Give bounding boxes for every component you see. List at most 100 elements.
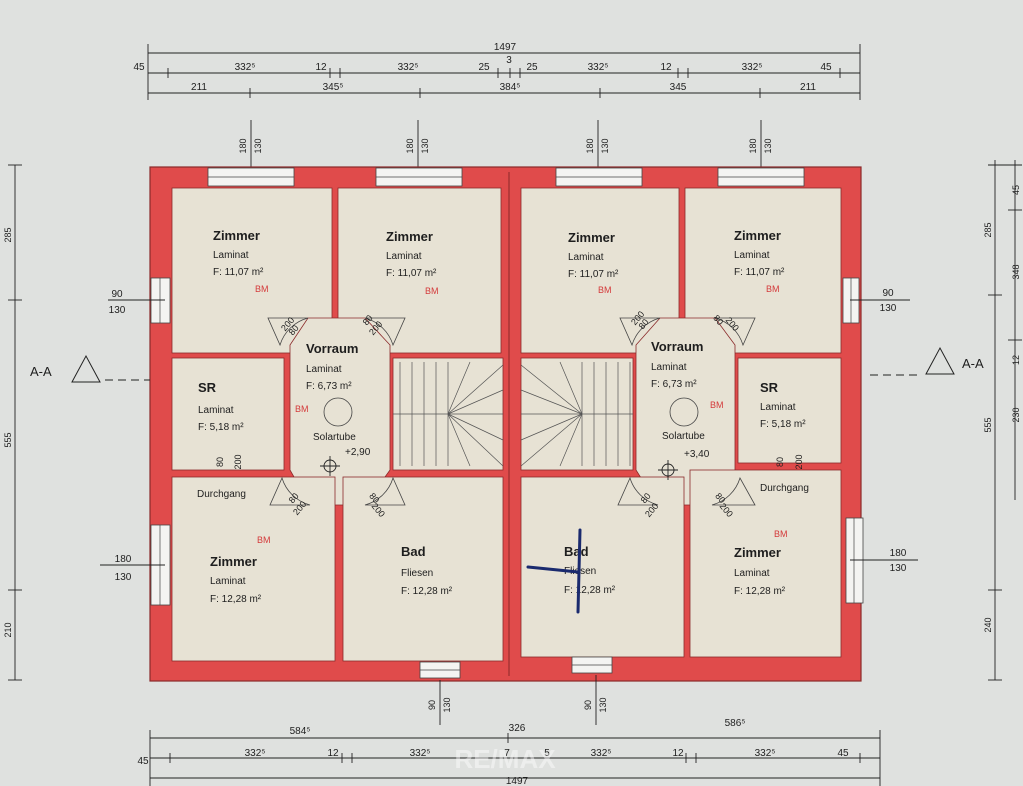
bm-marker-3: BM <box>598 285 612 295</box>
door-swings <box>267 317 756 506</box>
room-zimmer-tr-name: Zimmer <box>734 228 781 243</box>
dim-bottom-seg-4: 332⁵ <box>410 748 431 759</box>
win-left-lower-upper: 180 <box>115 554 132 565</box>
win-right-lower-lower: 130 <box>890 563 907 574</box>
durchgang-label-r: Durchgang <box>760 483 809 494</box>
dim-right-5: 555 <box>983 417 993 432</box>
section-marker-left <box>71 354 150 383</box>
dim-left-1: 285 <box>3 227 13 242</box>
win-left-upper-upper: 90 <box>111 289 123 300</box>
dim-right-7: 240 <box>983 617 993 632</box>
dim-bottom-seg-8: 12 <box>672 748 684 759</box>
room-sr-r <box>737 357 842 464</box>
window-left-upper <box>150 277 171 324</box>
win-right-upper-lower: 130 <box>880 303 897 314</box>
win-top-4-upper: 180 <box>748 138 758 153</box>
bm-marker-5: BM <box>295 404 309 414</box>
bm-marker-2: BM <box>425 286 439 296</box>
bm-marker-4: BM <box>766 284 780 294</box>
section-label-right: A-A <box>962 356 984 371</box>
room-vorraum-r-level: +3,40 <box>684 449 710 460</box>
building <box>149 166 864 682</box>
room-sr-l-area: F: 5,18 m² <box>198 422 244 433</box>
door-bottom-2-lower: 130 <box>598 697 608 712</box>
dim-bottom-seg-3: 12 <box>327 748 339 759</box>
door-bottom-1-lower: 130 <box>442 697 452 712</box>
dim-top-open-1: 211 <box>191 82 207 93</box>
room-vorraum-l-area: F: 6,73 m² <box>306 381 352 392</box>
room-zimmer-tl-area: F: 11,07 m² <box>213 267 264 278</box>
dim-bottom-seg-2: 332⁵ <box>245 748 266 759</box>
win-top-2-lower: 130 <box>420 138 430 153</box>
stair-treads-l <box>393 361 504 467</box>
watermark: RE/MAX <box>454 744 556 774</box>
section-label-left: A-A <box>30 364 52 379</box>
dim-top-open-4: 345 <box>670 82 687 93</box>
dim-top-seg-3: 12 <box>315 62 327 73</box>
room-zimmer-tr-area: F: 11,07 m² <box>734 267 785 278</box>
dim-top-overall: 1497 <box>494 42 517 53</box>
window-right-lower <box>845 517 864 604</box>
door-bottom-2-upper: 90 <box>583 700 593 710</box>
room-bad-l <box>342 476 504 662</box>
dim-bottom-part-3: 586⁵ <box>725 718 746 729</box>
win-left-upper-lower: 130 <box>109 305 126 316</box>
win-top-1-upper: 180 <box>238 138 248 153</box>
dim-bottom-seg-10: 45 <box>837 748 849 759</box>
top-window-callouts <box>250 120 762 170</box>
room-bad-r-name: Bad <box>564 544 589 559</box>
bm-markers: BM BM BM BM BM BM BM BM <box>255 284 788 545</box>
room-zimmer-bl-name: Zimmer <box>210 554 257 569</box>
door-label-200-8: 200 <box>794 454 804 469</box>
dim-top-open-5: 211 <box>800 82 816 93</box>
dim-right-1: 45 <box>1011 185 1021 195</box>
door-label-80-10: 80 <box>713 491 727 505</box>
room-zimmer-br-floor: Laminat <box>734 568 770 579</box>
dim-top-seg-4: 332⁵ <box>398 62 419 73</box>
win-top-3-upper: 180 <box>585 138 595 153</box>
dim-bottom-seg-7: 332⁵ <box>591 748 612 759</box>
room-zimmer-tm-floor: Laminat <box>386 251 422 262</box>
bm-marker-6: BM <box>710 400 724 410</box>
room-sr-r-floor: Laminat <box>760 402 796 413</box>
room-zimmer-tm-area: F: 11,07 m² <box>386 268 437 279</box>
door-label-80-5: 80 <box>367 491 381 505</box>
room-zimmer-tl-floor: Laminat <box>213 250 249 261</box>
win-right-upper-upper: 90 <box>882 288 894 299</box>
dim-top-seg-10: 332⁵ <box>742 62 763 73</box>
win-top-4-lower: 130 <box>763 138 773 153</box>
dim-top-seg-1: 45 <box>133 62 145 73</box>
left-dimensions <box>8 164 22 681</box>
dim-bottom-seg-1: 45 <box>137 756 149 767</box>
dim-top-seg-9: 12 <box>660 62 672 73</box>
door-bottom-1-upper: 90 <box>427 700 437 710</box>
room-sr-l-floor: Laminat <box>198 405 234 416</box>
room-zimmer-tm2-name: Zimmer <box>568 230 615 245</box>
room-bad-r-area: F: 12,28 m² <box>564 585 616 596</box>
dim-left-3: 210 <box>3 622 13 637</box>
room-vorraum-r-floor: Laminat <box>651 362 687 373</box>
dim-bottom-part-1: 584⁵ <box>290 726 311 737</box>
dim-bottom-seg-5: 7 <box>504 748 510 759</box>
room-vorraum-r-tube: Solartube <box>662 431 705 442</box>
room-zimmer-tm2-floor: Laminat <box>568 252 604 263</box>
pen-mark <box>526 528 582 614</box>
durchgang-label-l: Durchgang <box>197 489 246 500</box>
dim-right-4: 12 <box>1011 355 1021 365</box>
door-label-80-4: 80 <box>287 491 301 505</box>
room-zimmer-tm-name: Zimmer <box>386 229 433 244</box>
room-zimmer-bl <box>171 476 336 662</box>
dim-bottom-seg-9: 332⁵ <box>755 748 776 759</box>
bm-marker-1: BM <box>255 284 269 294</box>
dim-top-seg-5: 25 <box>478 62 490 73</box>
win-top-3-lower: 130 <box>600 138 610 153</box>
door-label-80-9: 80 <box>639 491 653 505</box>
dim-bottom-part-2: 326 <box>509 723 526 734</box>
room-vorraum-l-level: +2,90 <box>345 447 371 458</box>
room-bad-r <box>520 476 685 658</box>
room-zimmer-br-name: Zimmer <box>734 545 781 560</box>
right-dimensions <box>988 160 1022 681</box>
room-vorraum-l-name: Vorraum <box>306 341 359 356</box>
room-vorraum-r-name: Vorraum <box>651 339 704 354</box>
